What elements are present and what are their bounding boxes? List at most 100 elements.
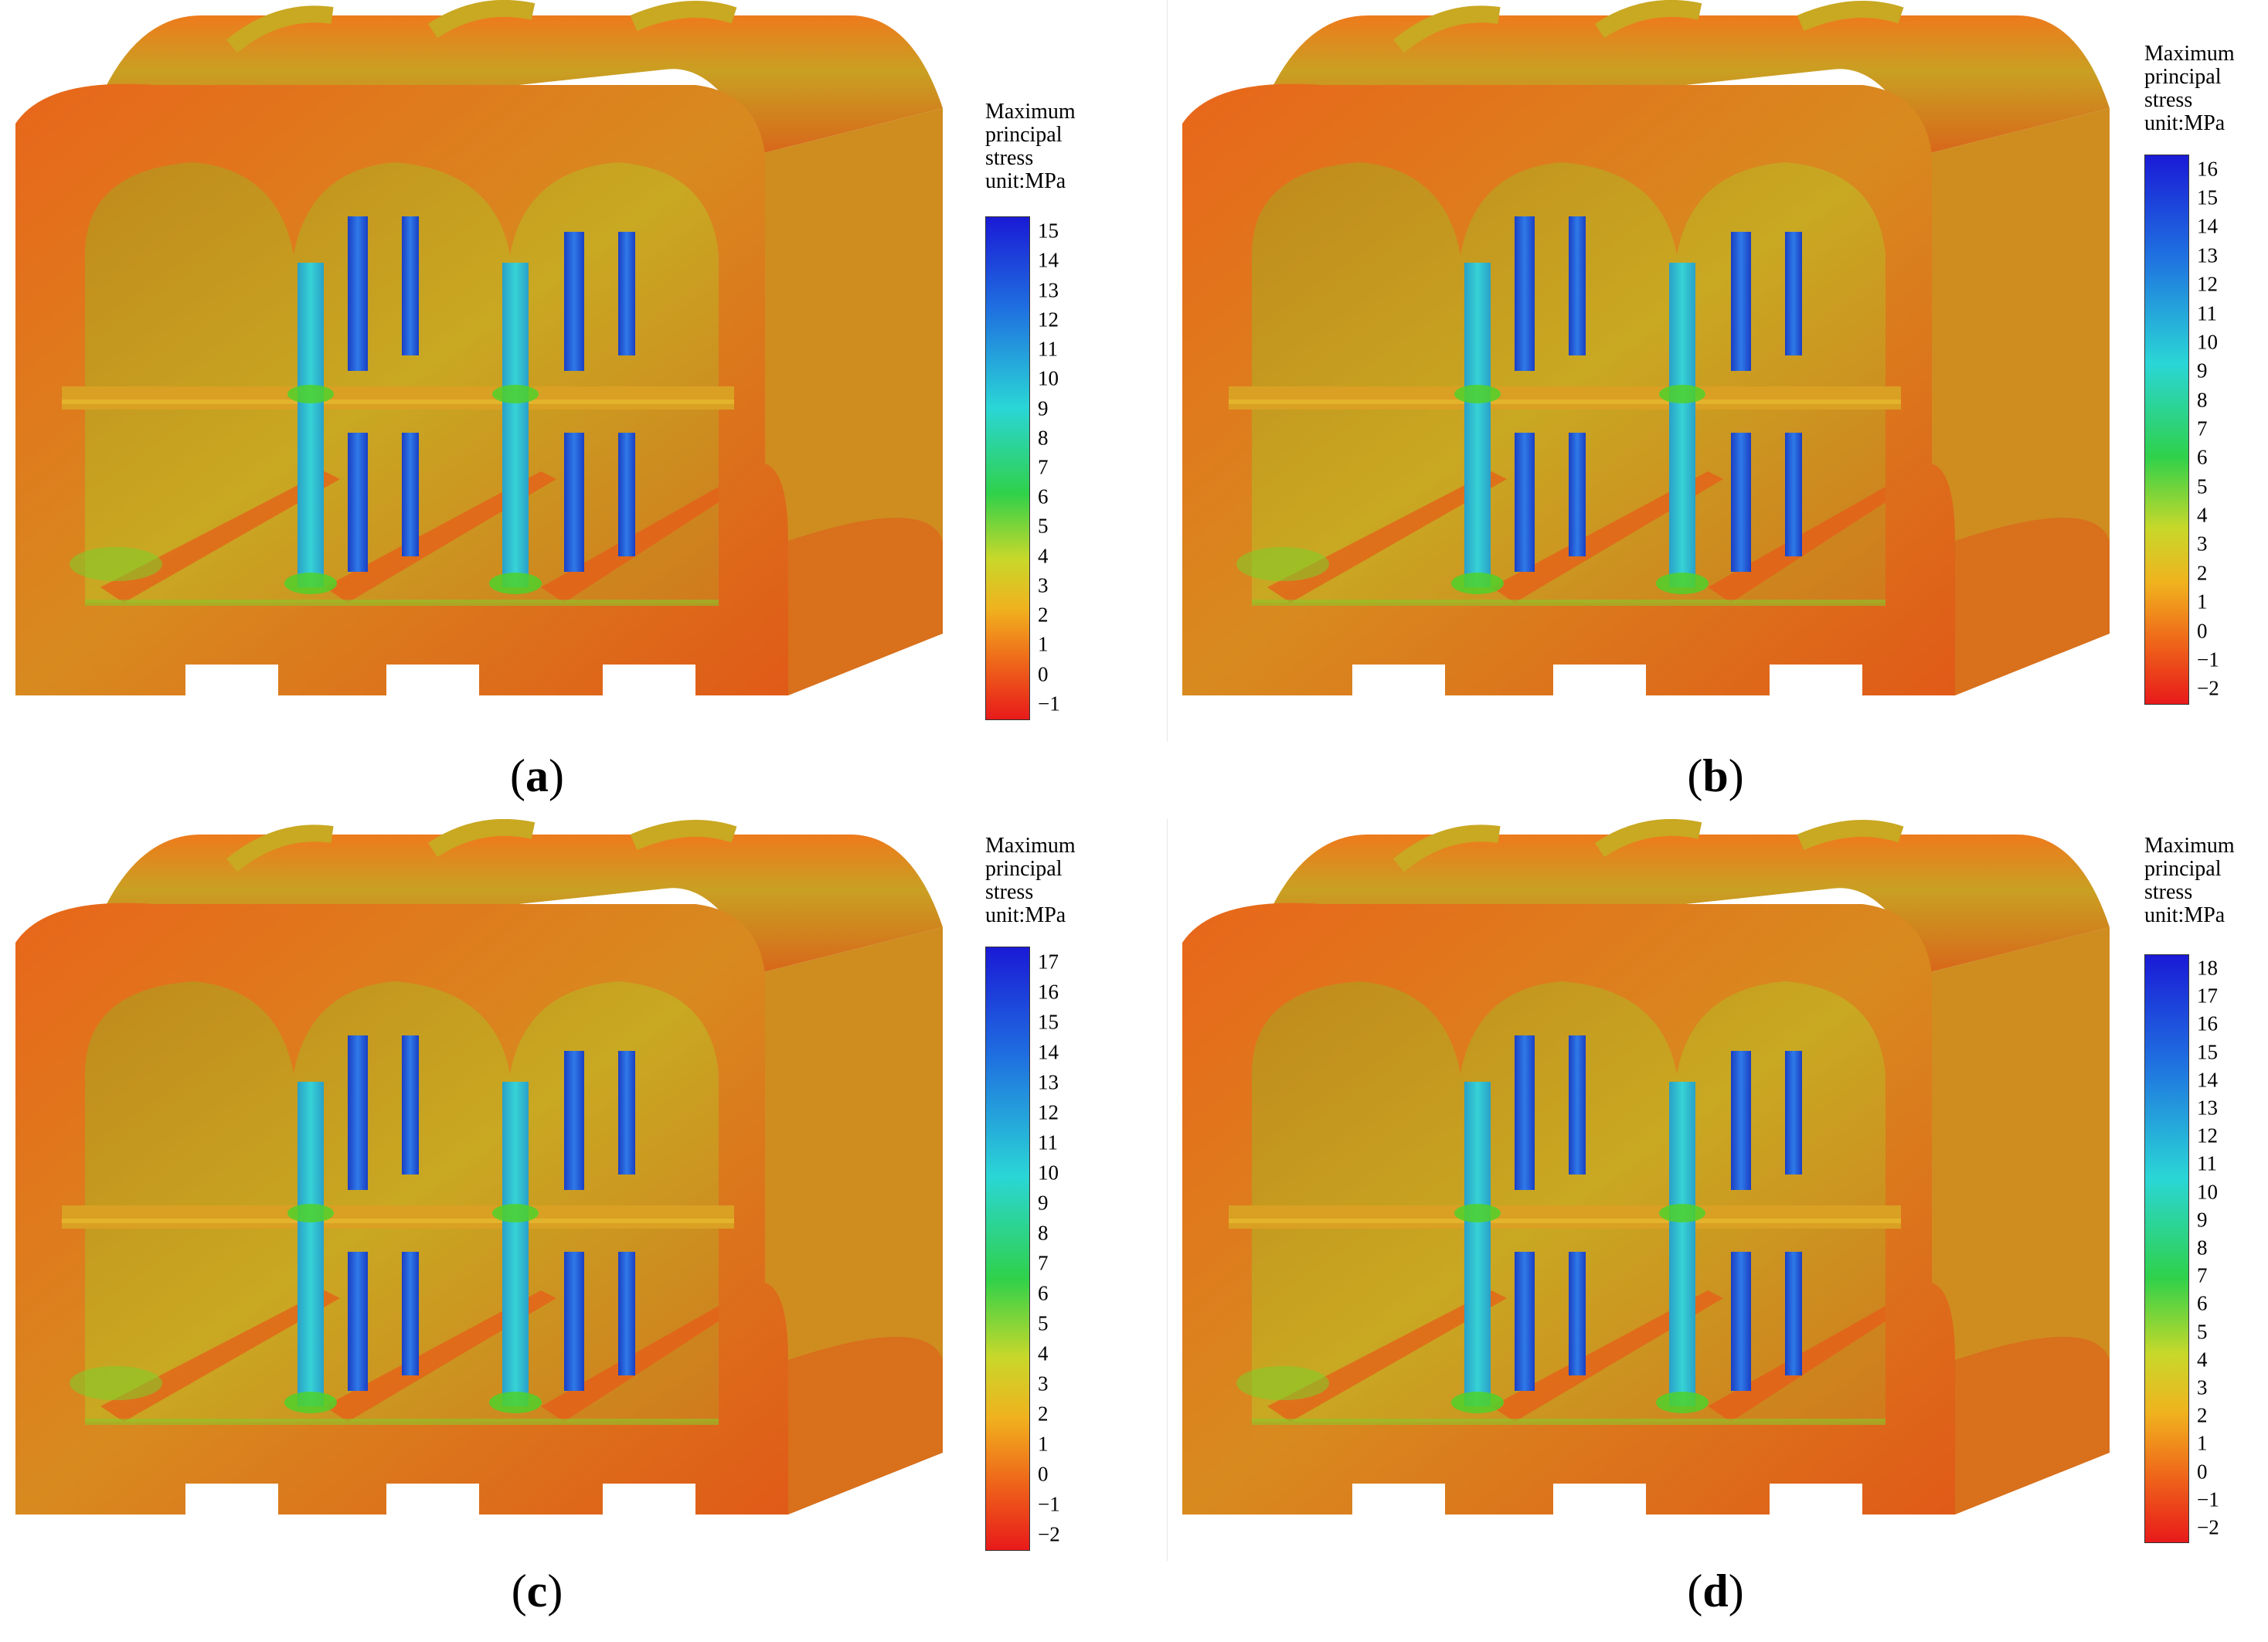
- tick-label: 15: [2197, 1040, 2218, 1064]
- tick-label: −2: [2197, 676, 2219, 700]
- tick-label: 3: [2197, 532, 2208, 556]
- legend-title: Maximum principal stress unit:MPa: [2144, 834, 2235, 927]
- tick-label: 1: [2197, 590, 2208, 614]
- tick-label: 11: [1038, 1130, 1058, 1154]
- tick-label: 7: [2197, 1263, 2208, 1287]
- tick-label: 16: [2197, 157, 2218, 181]
- tick-label: 14: [1038, 1040, 1059, 1063]
- tick-label: −1: [1038, 692, 1060, 716]
- tick-label: 14: [2197, 214, 2218, 238]
- caption-a: (a): [510, 750, 564, 801]
- tick-label: 16: [2197, 1011, 2218, 1035]
- legend-title: Maximum principal stress unit:MPa: [2144, 42, 2235, 135]
- tick-label: 2: [2197, 561, 2208, 585]
- tick-label: 3: [1038, 1372, 1049, 1395]
- caption-c: (c): [511, 1566, 563, 1617]
- tick-label: 16: [1038, 980, 1059, 1003]
- panel-divider: [1167, 0, 1168, 742]
- tick-label: 13: [1038, 1070, 1059, 1093]
- stress-model-b: [1167, 0, 2140, 742]
- tick-label: −1: [1038, 1492, 1060, 1515]
- tick-label: 4: [2197, 503, 2208, 527]
- tick-label: 2: [1038, 1402, 1049, 1425]
- tick-label: 9: [1038, 1191, 1049, 1214]
- colorbar-c: [985, 947, 1030, 1551]
- tick-label: 4: [1038, 1341, 1049, 1365]
- tick-label: 17: [2197, 984, 2218, 1008]
- tick-label: 15: [1038, 219, 1059, 243]
- tick-label: 11: [2197, 301, 2217, 325]
- tick-label: 12: [1038, 308, 1059, 331]
- tick-label: 14: [1038, 248, 1059, 272]
- tick-label: 10: [2197, 330, 2218, 354]
- tick-label: 13: [2197, 243, 2218, 267]
- tick-label: 11: [2197, 1151, 2217, 1175]
- tick-label: 5: [2197, 474, 2208, 498]
- tick-label: 13: [2197, 1096, 2218, 1120]
- colorbar-b: [2144, 155, 2189, 705]
- tick-label: 6: [2197, 1291, 2208, 1315]
- tick-label: 9: [1038, 396, 1049, 420]
- tick-label: 8: [2197, 388, 2208, 412]
- tick-label: 17: [1038, 950, 1059, 973]
- tick-label: 1: [2197, 1431, 2208, 1455]
- tick-label: 8: [1038, 426, 1049, 450]
- tick-label: 3: [1038, 573, 1049, 597]
- tick-label: −2: [2197, 1515, 2219, 1539]
- tick-label: 10: [1038, 1161, 1059, 1184]
- tick-label: 8: [1038, 1221, 1049, 1244]
- tick-label: 2: [1038, 603, 1049, 627]
- tick-label: 7: [2197, 416, 2208, 440]
- tick-label: 6: [1038, 1281, 1049, 1304]
- tick-label: 12: [1038, 1100, 1059, 1124]
- legend-title: Maximum principal stress unit:MPa: [985, 100, 1076, 193]
- tick-label: 4: [1038, 544, 1049, 568]
- tick-label: 15: [1038, 1010, 1059, 1033]
- stress-model-d: [1167, 819, 2140, 1561]
- tick-label: 5: [1038, 1311, 1049, 1334]
- tick-label: 12: [2197, 272, 2218, 296]
- tick-label: 5: [1038, 514, 1049, 538]
- tick-label: 9: [2197, 1208, 2208, 1232]
- tick-label: 0: [1038, 662, 1049, 686]
- tick-label: 1: [1038, 1432, 1049, 1455]
- tick-label: 7: [1038, 455, 1049, 479]
- tick-label: 10: [1038, 366, 1059, 390]
- tick-label: 11: [1038, 337, 1058, 361]
- caption-b: (b): [1687, 750, 1744, 801]
- tick-label: 0: [2197, 1460, 2208, 1484]
- caption-d: (d): [1687, 1566, 1744, 1617]
- tick-label: 7: [1038, 1251, 1049, 1274]
- tick-label: −1: [2197, 1487, 2219, 1511]
- stress-model-a: [0, 0, 974, 742]
- tick-label: 15: [2197, 185, 2218, 209]
- tick-label: −1: [2197, 648, 2219, 671]
- tick-label: 13: [1038, 278, 1059, 302]
- tick-label: 6: [1038, 484, 1049, 508]
- tick-label: 12: [2197, 1124, 2218, 1147]
- tick-label: 10: [2197, 1180, 2218, 1204]
- tick-label: 0: [1038, 1462, 1049, 1485]
- tick-label: 9: [2197, 359, 2208, 382]
- legend-title: Maximum principal stress unit:MPa: [985, 834, 1076, 927]
- tick-label: 5: [2197, 1320, 2208, 1344]
- colorbar-a: [985, 216, 1030, 720]
- tick-label: 3: [2197, 1375, 2208, 1399]
- tick-label: 6: [2197, 445, 2208, 469]
- stress-model-c: [0, 819, 974, 1561]
- tick-label: −2: [1038, 1522, 1060, 1545]
- tick-label: 0: [2197, 619, 2208, 643]
- tick-label: 8: [2197, 1236, 2208, 1260]
- tick-label: 1: [1038, 632, 1049, 656]
- tick-label: 4: [2197, 1348, 2208, 1372]
- tick-label: 2: [2197, 1403, 2208, 1427]
- tick-label: 14: [2197, 1068, 2218, 1092]
